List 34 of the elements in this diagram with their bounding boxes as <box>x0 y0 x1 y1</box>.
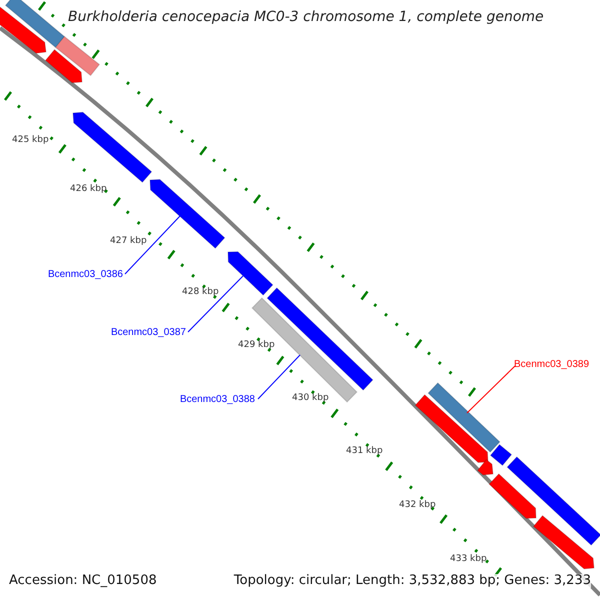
gene-label: Bcenmc03_0389 <box>514 359 590 370</box>
tick-label: 432 kbp <box>399 501 436 511</box>
gene-feature <box>490 444 512 466</box>
info-text: Topology: circular; Length: 3,532,883 bp; Genes: 3,233 <box>234 574 591 588</box>
leader-line <box>188 276 244 332</box>
gene-label: Bcenmc03_0387 <box>110 327 186 338</box>
tick-label: 426 kbp <box>70 185 107 195</box>
tick-label: 427 kbp <box>110 237 147 247</box>
gene-feature <box>506 456 600 546</box>
leader-line <box>258 354 300 400</box>
gene-feature <box>72 112 152 183</box>
title: Burkholderia cenocepacia MC0-3 chromosome 1, complete genome <box>68 10 544 26</box>
gene-feature <box>488 473 537 519</box>
tick-label: 428 kbp <box>182 288 219 298</box>
gene-feature <box>54 36 100 76</box>
gene-feature <box>532 514 595 570</box>
gene-label: Bcenmc03_0388 <box>180 394 255 405</box>
gene-feature <box>476 458 494 476</box>
gene-feature <box>414 394 489 463</box>
tick-label: 425 kbp <box>12 136 49 146</box>
gene-feature <box>4 0 66 48</box>
tick-label: 431 kbp <box>346 447 383 457</box>
gene-feature <box>227 251 274 296</box>
tick-label: 429 kbp <box>238 341 275 351</box>
gene-label: Bcenmc03_0386 <box>48 269 123 280</box>
tick-label: 433 kbp <box>450 555 487 565</box>
gene-feature <box>428 382 500 453</box>
gene-feature <box>0 6 47 54</box>
leader-line <box>466 366 516 414</box>
tick-label: 430 kbp <box>292 394 329 404</box>
gene-feature <box>44 48 83 84</box>
gene-feature <box>149 179 226 249</box>
info-text: Accession: NC_010508 <box>9 574 157 588</box>
leader-line <box>124 216 180 274</box>
